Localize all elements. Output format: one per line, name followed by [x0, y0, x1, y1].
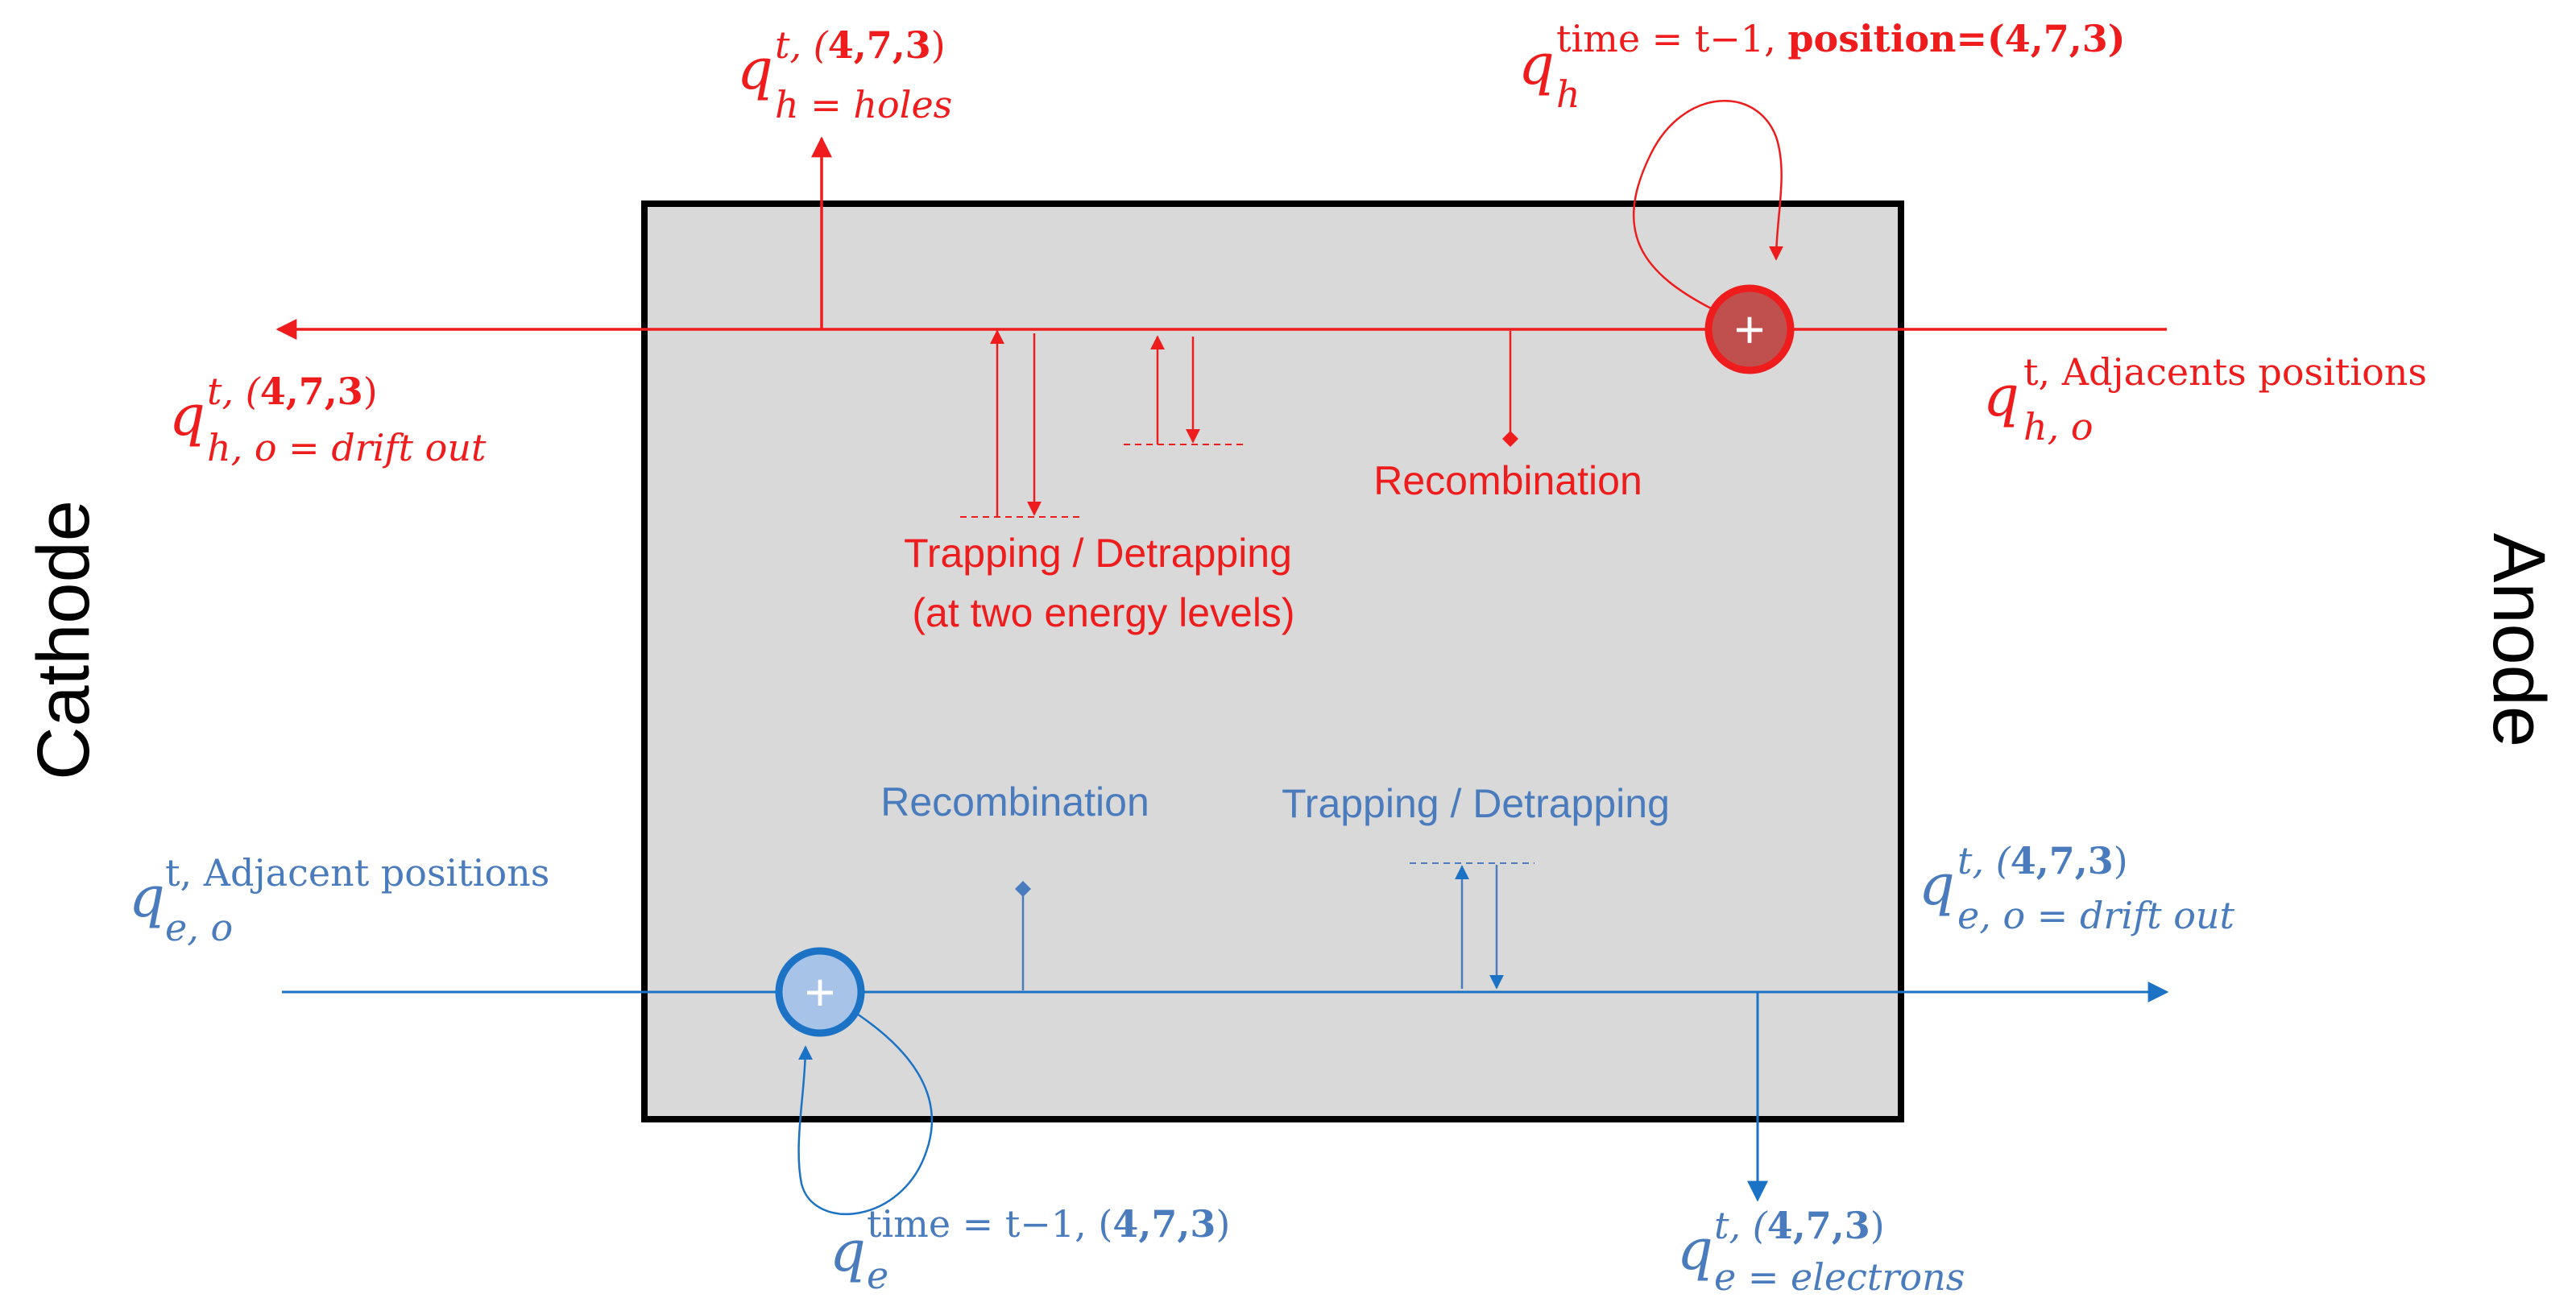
electron-previous-label: q time = t−1, (4,7,3) e: [830, 1202, 1234, 1297]
electron-trapping-label: Trapping / Detrapping: [1282, 781, 1670, 826]
hole-drift-out-label: q t, (4,7,3) h, o = drift out: [169, 370, 487, 469]
hole-recombination-label: Recombination: [1373, 458, 1642, 503]
hole-self-loop-arrow: [1632, 100, 1784, 312]
hole-adjacent-label: q t, Adjacents positions h, o: [1983, 350, 2431, 448]
hole-previous-label: q time = t−1, position=(4,7,3) h: [1518, 17, 2130, 116]
electron-plus-icon: +: [805, 962, 836, 1022]
hole-particle: +: [1704, 284, 1795, 374]
electrons-label: q t, (4,7,3) e = electrons: [1677, 1204, 1965, 1299]
holes-label: q t, (4,7,3) h = holes: [737, 23, 952, 126]
electron-drift-out-label: q t, (4,7,3) e, o = drift out: [1919, 839, 2235, 937]
electron-self-loop-arrow: [797, 1005, 934, 1216]
cathode-label: Cathode: [23, 500, 105, 780]
electron-adjacent-label: q t, Adjacent positions e, o: [129, 851, 553, 949]
anode-label: Anode: [2478, 533, 2560, 747]
hole-trapping-label: Trapping / Detrapping (at two energy lev…: [904, 531, 1303, 635]
electron-recombination-label: Recombination: [880, 779, 1149, 825]
electron-particle: +: [775, 947, 865, 1037]
hole-plus-icon: +: [1734, 300, 1766, 359]
